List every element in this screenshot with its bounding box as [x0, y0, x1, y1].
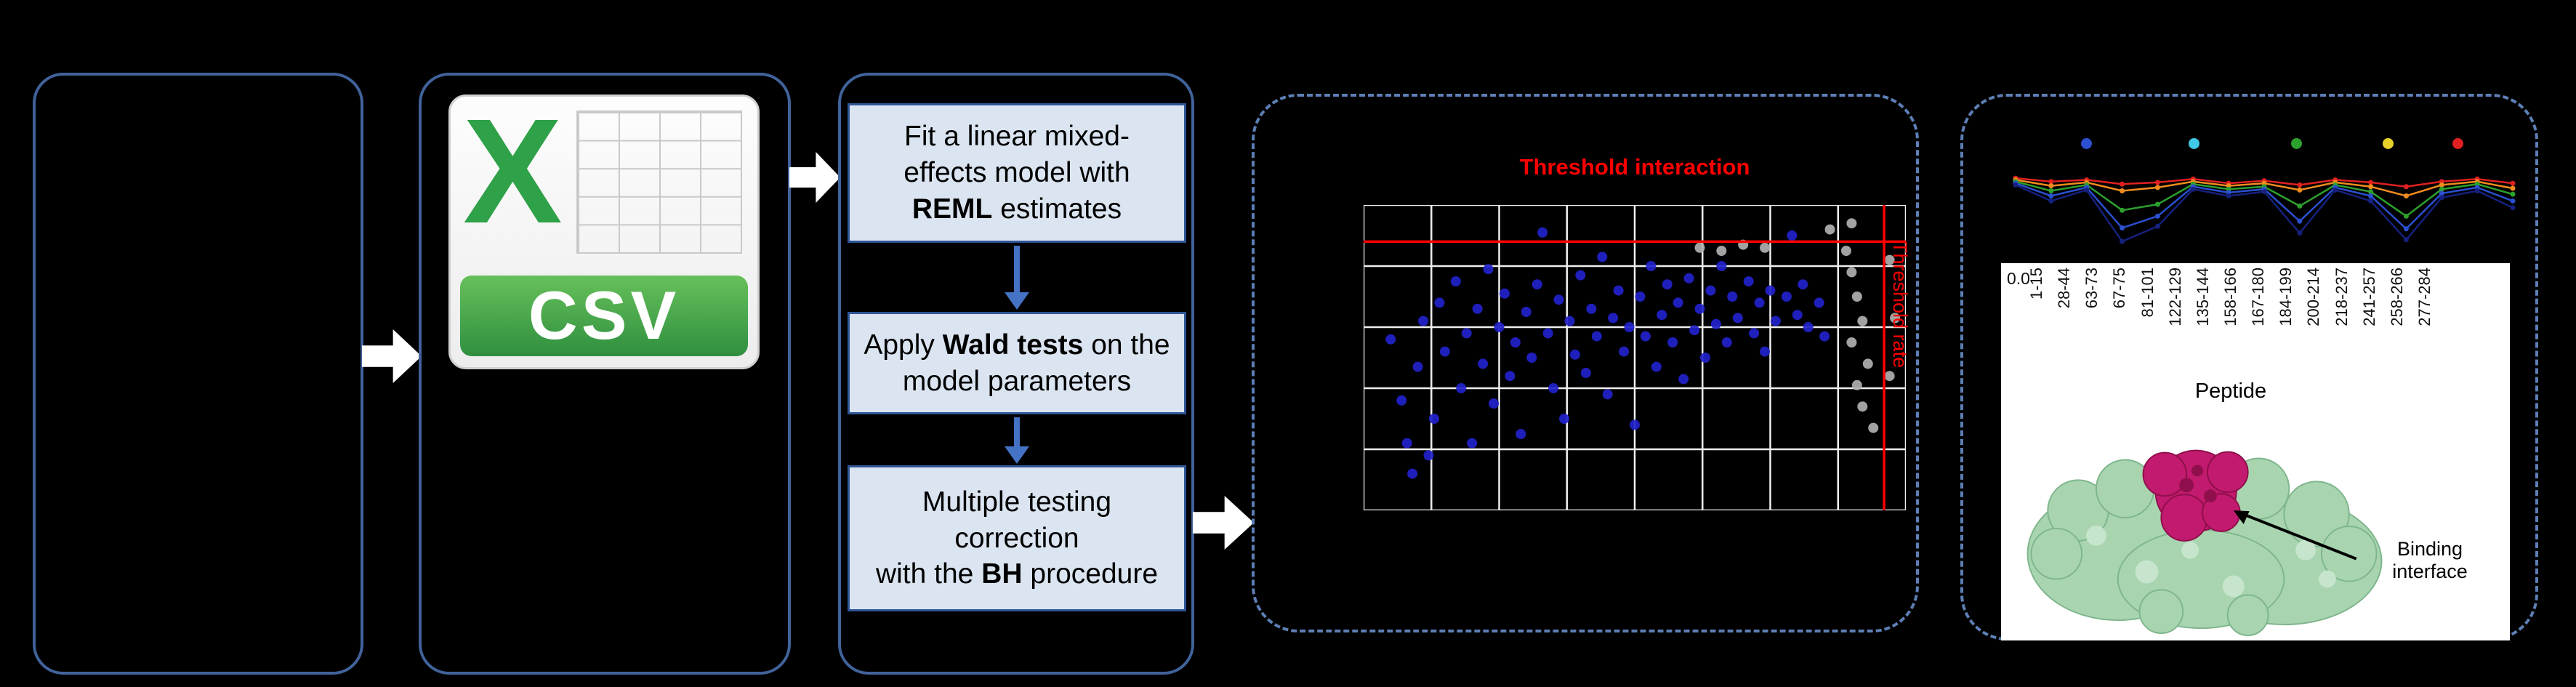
csv-file-icon: X CSV — [448, 88, 760, 369]
excel-x-icon: X — [462, 88, 563, 255]
step-wald-box: Apply Wald tests on the model parameters — [848, 312, 1186, 414]
legend-dot — [2189, 138, 2200, 149]
peptide-tick-label: 1-15 — [2027, 268, 2045, 300]
peptide-tick-label: 81-101 — [2138, 268, 2157, 318]
model-steps-panel — [838, 73, 1194, 675]
peptide-tick-label: 158-166 — [2221, 268, 2239, 326]
legend-dot — [2382, 138, 2394, 149]
step-bh-pre: Multiple testing correction with the — [875, 486, 1112, 590]
surface-highlights — [2086, 525, 2336, 598]
flow-arrow-2 — [789, 152, 840, 203]
csv-banner-label: CSV — [459, 275, 749, 357]
flow-arrow-1 — [362, 329, 422, 383]
peptide-tick-label: 241-257 — [2359, 268, 2378, 326]
peptide-tick-label: 122-129 — [2165, 268, 2184, 326]
step-reml-bold: REML — [911, 193, 993, 225]
peptide-tick-label: 67-75 — [2110, 268, 2129, 309]
protein-structure — [2026, 449, 2383, 637]
threshold-rate-label: Threshold rate — [1889, 241, 1911, 369]
step-reml-post: estimates — [992, 193, 1122, 225]
input-data-panel — [33, 73, 363, 675]
condition-legend — [1995, 138, 2533, 150]
legend-dot — [2452, 138, 2463, 149]
csv-panel — [419, 73, 791, 675]
step-bh-bold: BH — [981, 558, 1023, 590]
binding-interface-region — [2142, 449, 2249, 542]
peptide-tick-label: 218-237 — [2332, 268, 2351, 326]
flow-arrow-3 — [1193, 496, 1254, 550]
step-reml-text: Fit a linear mixed-effects model with RE… — [863, 118, 1171, 228]
threshold-scatter-plot — [1364, 205, 1906, 510]
y-axis-tick: 0.0 — [2007, 269, 2030, 288]
step-reml-pre: Fit a linear mixed-effects model with — [903, 121, 1130, 189]
legend-dot — [2291, 138, 2302, 149]
peptide-tick-label: 63-73 — [2082, 268, 2101, 309]
binding-interface-arrow — [2233, 510, 2357, 561]
peptide-tick-label: 184-199 — [2277, 268, 2295, 326]
down-arrow-1 — [1005, 246, 1029, 310]
peptide-tick-label: 277-284 — [2415, 268, 2434, 326]
spreadsheet-grid-icon — [576, 110, 742, 254]
binding-interface-label: Binding interface — [2392, 538, 2468, 583]
step-wald-text: Apply Wald tests on the model parameters — [863, 327, 1171, 400]
step-wald-post: on the model parameters — [902, 329, 1170, 397]
peptide-axis-labels: 1-15 28-44 63-73 67-75 81-101 122-129 135-144 1… — [2027, 268, 2434, 378]
peptide-line-chart — [2013, 175, 2516, 244]
peptide-tick-label: 258-266 — [2387, 268, 2406, 326]
step-bh-text: Multiple testing correction with the BH … — [876, 484, 1158, 593]
legend-dot — [2081, 138, 2093, 149]
step-bh-post: procedure — [1022, 558, 1159, 590]
peptide-axis-panel: 0.0 1-15 28-44 63-73 67-75 81-101 122-129 135-… — [2001, 263, 2510, 640]
results-volcano-panel — [1252, 94, 1919, 632]
step-reml-box: Fit a linear mixed-effects model with RE… — [848, 103, 1186, 243]
peptide-axis-title: Peptide — [2194, 379, 2267, 403]
scatter-title: Threshold interaction — [1519, 154, 1750, 180]
peptide-tick-label: 135-144 — [2193, 268, 2212, 326]
peptide-tick-label: 167-180 — [2249, 268, 2268, 326]
step-bh-box: Multiple testing correction with the BH … — [848, 465, 1186, 611]
peptide-tick-label: 200-214 — [2304, 268, 2323, 326]
step-wald-bold: Wald tests — [942, 329, 1084, 361]
down-arrow-2 — [1005, 417, 1029, 464]
peptide-tick-label: 28-44 — [2055, 268, 2074, 309]
step-wald-pre: Apply — [864, 329, 943, 361]
